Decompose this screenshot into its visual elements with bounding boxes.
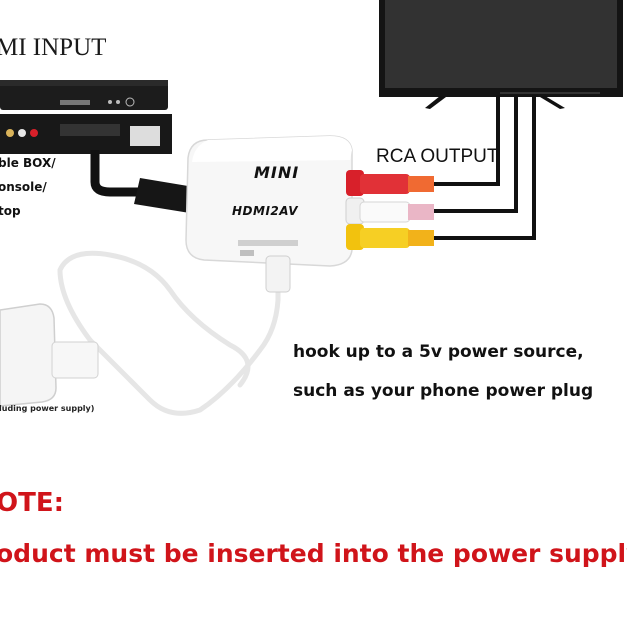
hdmi2av-converter-box <box>185 135 353 267</box>
converter-brand-label: MINI <box>254 163 300 182</box>
power-instruction-line-1: hook up to a 5v power source, <box>293 342 584 362</box>
usb-plug <box>265 255 291 293</box>
wall-charger <box>0 303 99 407</box>
rca-output-lines <box>430 95 536 240</box>
hdmi-connector <box>134 178 200 214</box>
rca-yellow-plug <box>346 224 434 250</box>
power-instruction-line-2: such as your phone power plug <box>293 381 594 401</box>
source-label-laptop: top <box>0 204 21 218</box>
rca-output-label: RCA OUTPUT <box>376 146 499 167</box>
source-label-cable-box: ble BOX/ <box>0 156 56 170</box>
tv-monitor <box>379 0 623 109</box>
hdmi-input-label: MI INPUT <box>0 34 107 61</box>
power-warning-text: oduct must be inserted into the power su… <box>0 539 627 568</box>
converter-model-label: HDMI2AV <box>232 204 299 218</box>
rca-white-plug <box>345 197 434 225</box>
usb-power-cable <box>57 250 281 416</box>
power-supply-note: luding power supply) <box>0 404 95 413</box>
note-heading: OTE: <box>0 488 64 518</box>
source-label-console: onsole/ <box>0 180 47 194</box>
rca-red-plug <box>346 170 434 196</box>
dvd-player <box>0 80 172 154</box>
hdmi-cable <box>90 150 150 197</box>
